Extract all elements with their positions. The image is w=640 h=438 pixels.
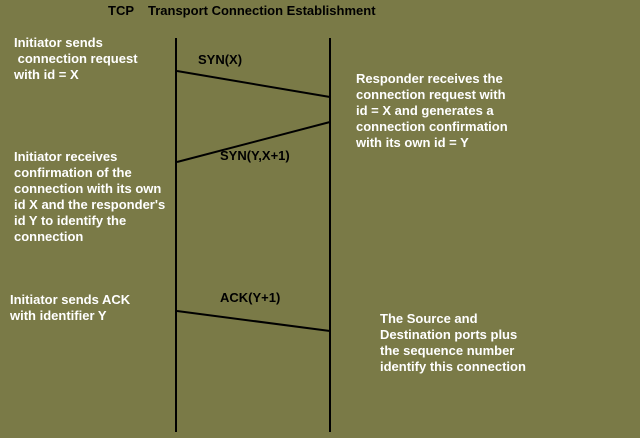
ack-message-line — [176, 310, 331, 332]
diagram-title-main: Transport Connection Establishment — [148, 3, 376, 18]
synack-message-line — [176, 121, 331, 163]
annotation-responder-step1: Responder receives the connection reques… — [356, 71, 508, 150]
syn-message-line — [176, 70, 331, 98]
diagram-title-tcp: TCP — [108, 3, 134, 18]
annotation-initiator-step3: Initiator sends ACK with identifier Y — [10, 292, 131, 323]
annotation-initiator-step1: Initiator sends connection request with … — [14, 35, 138, 82]
annotation-responder-step2: The Source and Destination ports plus th… — [380, 311, 526, 374]
syn-label: SYN(X) — [198, 52, 243, 67]
synack-label: SYN(Y,X+1) — [220, 148, 290, 163]
annotation-initiator-step2: Initiator receives confirmation of the c… — [14, 149, 166, 244]
ack-label: ACK(Y+1) — [220, 290, 281, 305]
